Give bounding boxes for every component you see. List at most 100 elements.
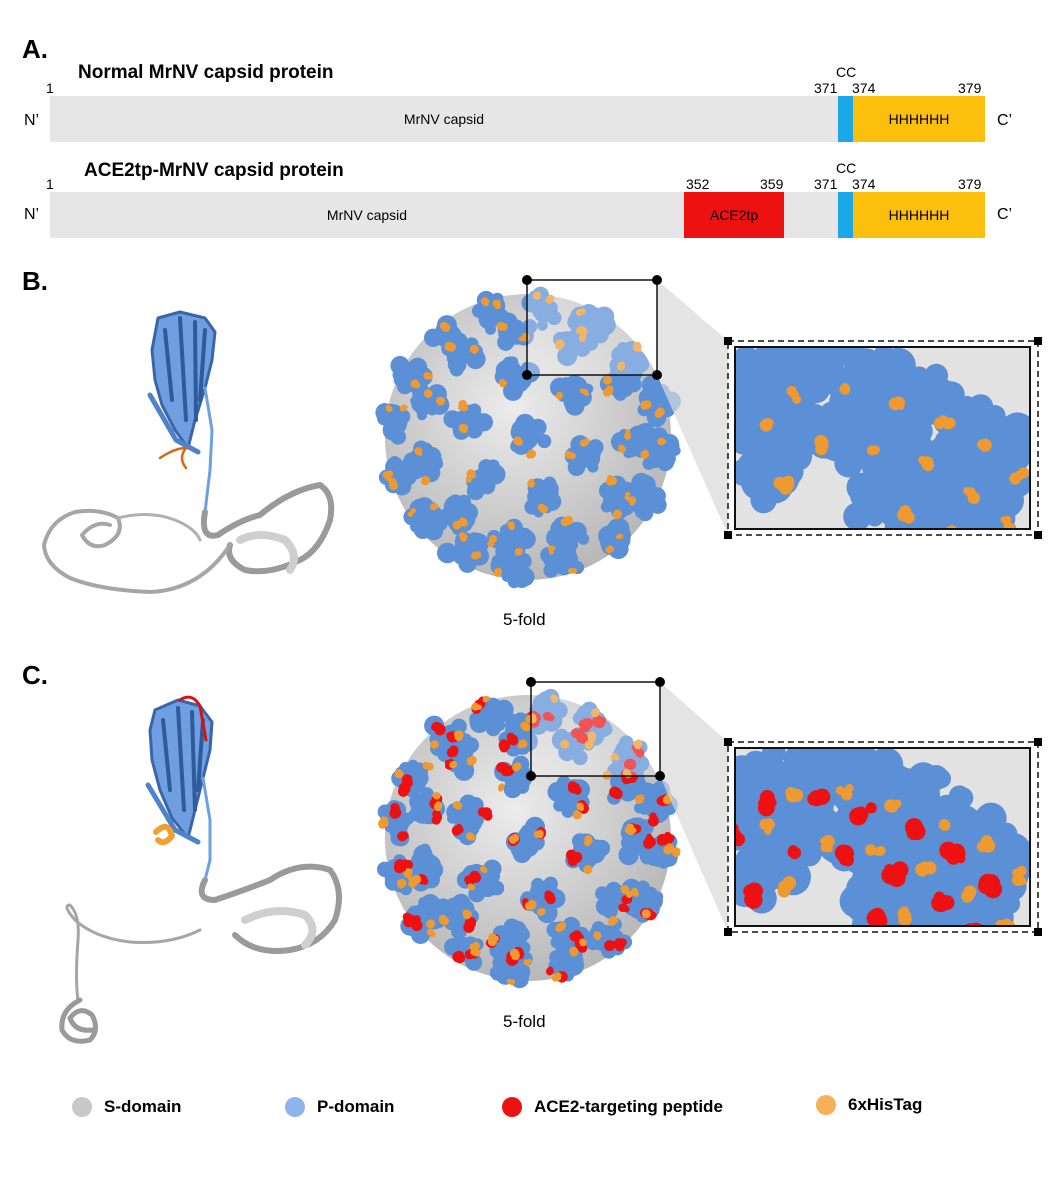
p-domain-surface bbox=[574, 527, 585, 539]
histag-surface bbox=[764, 827, 772, 835]
ace2-peptide-surface bbox=[506, 732, 515, 741]
ace2-peptide-surface bbox=[623, 759, 635, 770]
histag-surface bbox=[584, 391, 589, 397]
histag-surface bbox=[468, 755, 477, 765]
histag-surface bbox=[440, 916, 449, 926]
p-domain-surface bbox=[475, 413, 493, 432]
ace-histag-segment: HHHHHH bbox=[853, 192, 985, 238]
histag-surface bbox=[555, 972, 562, 979]
p-domain-surface bbox=[519, 823, 541, 844]
legend-s-domain: S-domain bbox=[72, 1097, 181, 1117]
legend-label-ace2-peptide: ACE2-targeting peptide bbox=[534, 1097, 723, 1116]
p-domain-surface bbox=[410, 521, 422, 533]
legend-p-domain: P-domain bbox=[285, 1097, 394, 1117]
normal-cc-segment bbox=[838, 96, 853, 142]
histag-surface bbox=[397, 878, 407, 888]
ace2-peptide-surface bbox=[404, 915, 412, 923]
histag-surface bbox=[617, 445, 625, 453]
p-domain-surface bbox=[616, 377, 627, 388]
histag-surface bbox=[569, 947, 579, 957]
histag-surface bbox=[840, 385, 849, 394]
histag-surface bbox=[382, 471, 390, 479]
histag-surface bbox=[432, 503, 438, 510]
histag-surface bbox=[427, 919, 435, 927]
histag-surface bbox=[590, 708, 600, 718]
normal-c-terminus: C’ bbox=[997, 112, 1013, 129]
histag-surface bbox=[550, 695, 559, 703]
ace2-peptide-surface bbox=[887, 869, 906, 888]
p-domain-surface bbox=[818, 359, 839, 380]
histag-surface bbox=[514, 547, 523, 556]
histag-surface bbox=[462, 909, 469, 917]
histag-surface bbox=[870, 446, 880, 455]
ace2-peptide-surface bbox=[477, 807, 488, 817]
p-domain-surface bbox=[545, 481, 559, 496]
p-domain-surface bbox=[629, 836, 645, 852]
p-domain-surface bbox=[478, 302, 495, 319]
histag-surface bbox=[512, 763, 521, 772]
p-domain-surface bbox=[611, 346, 629, 364]
p-domain-surface bbox=[873, 481, 896, 504]
p-domain-surface bbox=[647, 395, 663, 412]
p-domain-surface bbox=[997, 831, 1019, 854]
histag-surface bbox=[434, 803, 442, 812]
zoom-inset-b bbox=[735, 347, 1030, 529]
histag-surface bbox=[417, 451, 423, 457]
histag-surface bbox=[441, 323, 451, 332]
panel-c-label: C. bbox=[22, 660, 48, 690]
histag-surface bbox=[465, 477, 472, 483]
histag-surface bbox=[1018, 877, 1027, 886]
normal-capsid-bar bbox=[50, 96, 985, 142]
histag-surface bbox=[380, 817, 385, 822]
p-domain-surface bbox=[391, 404, 402, 415]
histag-surface bbox=[506, 978, 512, 984]
p-domain-surface bbox=[736, 860, 759, 883]
ace-pos-359: 359 bbox=[760, 176, 784, 192]
ace2-peptide-surface bbox=[448, 745, 459, 755]
histag-surface bbox=[527, 899, 537, 909]
histag-surface bbox=[458, 517, 467, 526]
histag-surface bbox=[781, 478, 795, 492]
p-domain-surface bbox=[437, 542, 458, 564]
ace2-peptide-surface bbox=[433, 722, 443, 732]
histag-surface bbox=[426, 390, 432, 396]
p-domain-surface bbox=[487, 701, 502, 716]
ace2-peptide-surface bbox=[612, 788, 621, 797]
ace2-peptide-surface bbox=[666, 834, 675, 843]
histag-surface bbox=[508, 523, 516, 531]
panel-a-label: A. bbox=[22, 34, 48, 64]
histag-surface bbox=[492, 299, 499, 307]
p-domain-surface bbox=[458, 542, 469, 553]
histag-surface bbox=[627, 827, 635, 836]
histag-surface bbox=[942, 417, 955, 430]
histag-surface bbox=[550, 545, 556, 551]
p-domain-surface bbox=[491, 715, 502, 727]
histag-surface bbox=[1011, 472, 1021, 482]
p-domain-surface bbox=[419, 843, 431, 855]
p-domain-surface bbox=[843, 502, 872, 529]
p-domain-surface bbox=[594, 306, 615, 327]
histag-surface bbox=[640, 450, 649, 459]
histag-surface bbox=[980, 835, 993, 848]
p-domain-surface bbox=[966, 893, 997, 924]
histag-surface bbox=[476, 704, 482, 710]
p-domain-surface bbox=[553, 539, 568, 554]
p-domain-surface bbox=[470, 472, 491, 492]
histag-surface bbox=[453, 731, 461, 738]
p-domain-surface bbox=[640, 850, 655, 865]
ace2-peptide-surface bbox=[573, 786, 582, 795]
p-domain-surface bbox=[593, 839, 611, 857]
ace-cc-segment bbox=[838, 192, 853, 238]
histag-surface bbox=[508, 835, 518, 844]
histag-surface bbox=[460, 534, 468, 542]
p-domain-surface bbox=[647, 448, 663, 464]
normal-pos-374: 374 bbox=[852, 80, 876, 96]
histag-surface bbox=[761, 819, 771, 829]
histag-surface bbox=[473, 951, 480, 957]
ace2-peptide-surface bbox=[939, 841, 958, 860]
histag-surface bbox=[395, 769, 404, 779]
p-domain-surface bbox=[520, 838, 539, 857]
histag-surface bbox=[1018, 467, 1030, 479]
p-domain-surface bbox=[626, 427, 646, 447]
histag-surface bbox=[624, 432, 632, 440]
